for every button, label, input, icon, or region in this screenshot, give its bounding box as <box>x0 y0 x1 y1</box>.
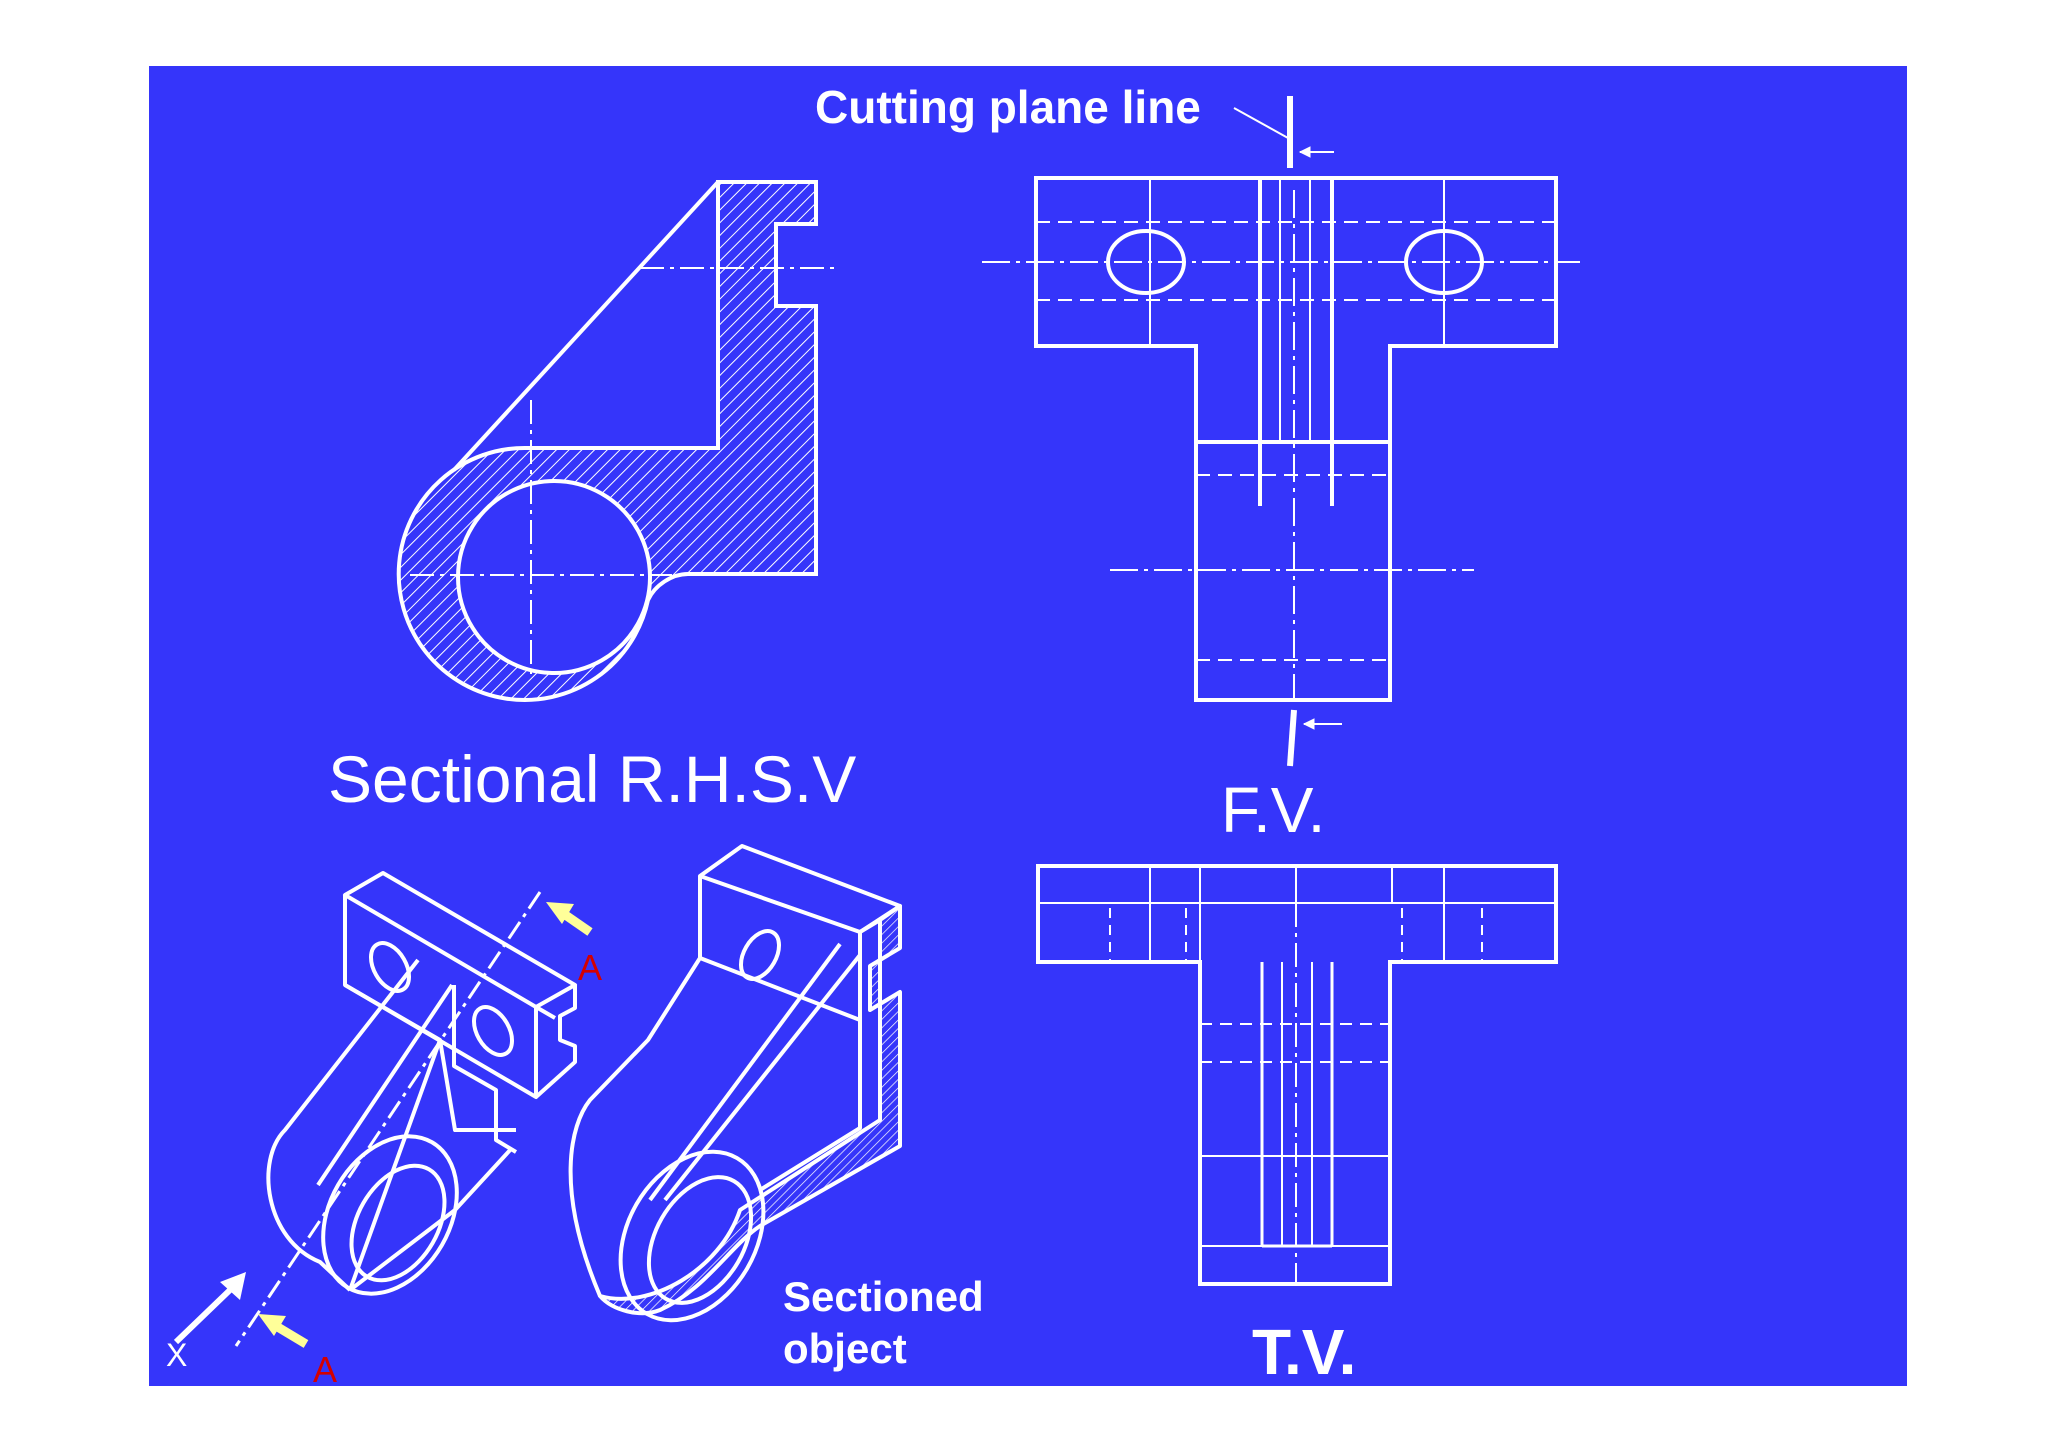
cutting-plane-label: Cutting plane line <box>815 81 1201 133</box>
cutting-plane-trace <box>234 891 542 1347</box>
top-view-title: T.V. <box>1252 1316 1357 1388</box>
sectioned-object-label-line2: object <box>783 1325 907 1372</box>
x-axis-label: X <box>166 1337 188 1373</box>
isometric-with-cutting-plane <box>234 871 577 1347</box>
cutting-plane-leader <box>1233 107 1289 139</box>
fv-hole-left <box>1106 229 1186 295</box>
rib-slope-edge <box>452 180 720 472</box>
sectional-view-title: Sectional R.H.S.V <box>328 742 857 816</box>
section-arrows <box>173 902 593 1348</box>
tv-outline <box>1036 864 1558 1286</box>
drawing-slide: Cutting plane line Sectional R.H.S.V F.V… <box>149 66 1907 1390</box>
section-face <box>598 904 902 1316</box>
engineering-drawing <box>173 96 1580 1348</box>
fv-outline <box>1034 176 1558 702</box>
section-hatched-area <box>396 180 818 702</box>
front-view-title: F.V. <box>1221 774 1326 846</box>
sectional-side-view <box>396 180 836 702</box>
top-view <box>1036 864 1558 1286</box>
section-a-label-top: A <box>578 947 603 988</box>
section-a-label-bottom: A <box>313 1349 338 1390</box>
front-view <box>982 96 1580 767</box>
isometric-sectioned-object <box>568 844 902 1323</box>
cutting-plane-bottom <box>1287 709 1297 767</box>
fv-hole-right <box>1404 229 1484 295</box>
sectioned-object-label-line1: Sectioned <box>783 1273 984 1320</box>
